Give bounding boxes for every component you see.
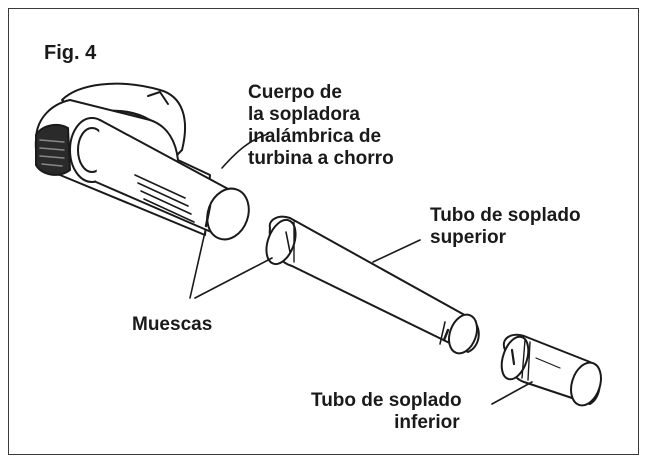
notch-leader-line-1 <box>189 231 206 299</box>
blower-body-label-line-4: turbina a chorro <box>248 148 394 169</box>
lower-tube-leader-line <box>491 381 533 405</box>
notches-label: Muescas <box>132 314 213 335</box>
leader-lines <box>189 133 533 405</box>
blower-body-label: Cuerpo de la sopladora inalámbrica de tu… <box>248 82 394 170</box>
figure-title: Fig. 4 <box>44 42 97 64</box>
blower-body <box>34 82 250 241</box>
upper-tube-leader-line <box>372 239 421 263</box>
upper-tube-label-line-1: Tubo de soplado <box>430 205 581 226</box>
lower-tube-label: Tubo de soplado inferior <box>311 390 462 434</box>
lower-tube-label-line-1: Tubo de soplado <box>311 390 462 411</box>
notch-leader-line-2 <box>194 257 273 299</box>
lower-tube <box>500 333 602 407</box>
upper-tube-label: Tubo de soplado superior <box>430 205 581 249</box>
blower-body-label-line-2: la sopladora <box>248 104 360 125</box>
upper-tube-label-line-2: superior <box>430 227 507 248</box>
blower-body-label-line-3: inalámbrica de <box>248 126 382 147</box>
blower-body-label-line-1: Cuerpo de <box>248 82 342 103</box>
body-leader-line <box>221 133 269 169</box>
upper-tube <box>265 215 480 355</box>
lower-tube-label-line-2: inferior <box>394 412 460 433</box>
